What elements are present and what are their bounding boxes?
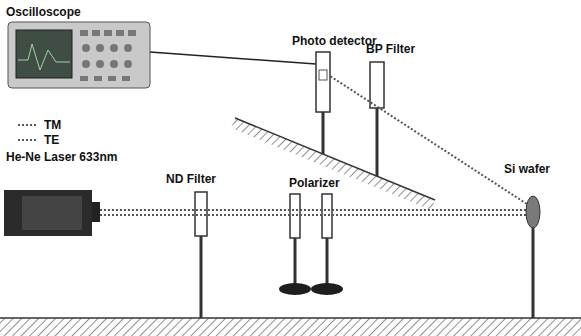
part-label: Oscilloscope bbox=[6, 5, 81, 19]
oscilloscope-knobs bbox=[80, 30, 136, 81]
laser-beam bbox=[100, 76, 530, 215]
bp-filter bbox=[370, 62, 384, 108]
legend-text: TE bbox=[44, 133, 59, 147]
legend-sample bbox=[18, 124, 38, 126]
detector-post bbox=[322, 112, 325, 154]
part-label: ND Filter bbox=[166, 172, 216, 186]
wafer-post bbox=[532, 228, 535, 318]
laser-aperture bbox=[92, 202, 100, 222]
oscilloscope-screen bbox=[16, 30, 72, 78]
si-wafer bbox=[526, 196, 540, 228]
table-edge bbox=[0, 317, 581, 319]
tilted-board bbox=[231, 118, 435, 210]
table-ground bbox=[0, 318, 581, 336]
laser-tube bbox=[22, 196, 82, 230]
oscilloscope-device bbox=[8, 22, 150, 88]
laser-body bbox=[4, 190, 92, 236]
legend-sample bbox=[18, 139, 38, 141]
laser-device bbox=[4, 190, 100, 236]
part-label: Photo detector bbox=[292, 34, 377, 48]
tilted-board-edge bbox=[235, 118, 435, 200]
part-label: BP Filter bbox=[366, 42, 415, 56]
screen-trace bbox=[18, 44, 70, 70]
nd-post bbox=[200, 236, 203, 318]
legend-samples bbox=[18, 125, 38, 140]
legend-text: TM bbox=[44, 118, 61, 132]
oscilloscope-body bbox=[8, 22, 150, 88]
signal-cable bbox=[150, 52, 316, 64]
filter-post bbox=[376, 108, 379, 176]
photo-detector bbox=[316, 52, 330, 112]
part-label: He-Ne Laser 633nm bbox=[6, 150, 117, 164]
detector-window bbox=[319, 70, 327, 80]
part-label: Polarizer bbox=[289, 176, 340, 190]
part-label: Si wafer bbox=[504, 162, 550, 176]
